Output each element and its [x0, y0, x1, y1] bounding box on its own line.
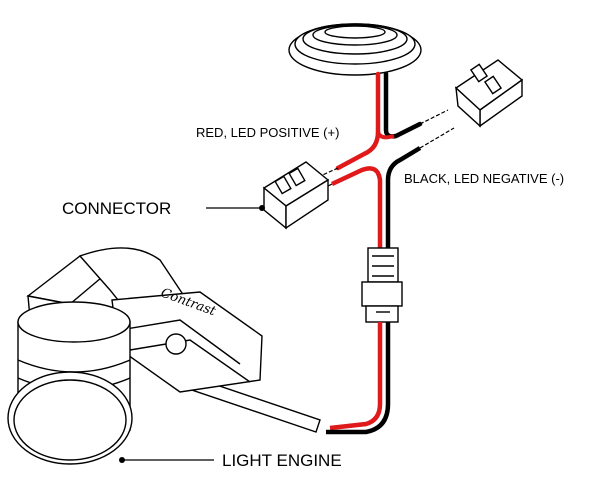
bare-wire-end-2 — [419, 127, 455, 149]
red-wire-label: RED, LED POSITIVE (+) — [196, 125, 339, 140]
connector-label: CONNECTOR — [62, 199, 171, 218]
connector-leader-dot — [259, 205, 265, 211]
black-wire-label: BLACK, LED NEGATIVE (-) — [404, 171, 564, 186]
light-engine — [7, 247, 263, 465]
bare-wire-end-1 — [419, 109, 449, 125]
light-engine-label: LIGHT ENGINE — [222, 451, 342, 470]
red-wire-middle — [331, 166, 383, 248]
black-wire-lower — [326, 322, 391, 435]
left-push-connector — [262, 161, 330, 230]
red-wire-lower — [329, 322, 383, 431]
red-wire-upper — [335, 71, 381, 171]
quick-disconnect-plug — [361, 247, 403, 323]
red-wire-to-right-connector — [376, 131, 395, 140]
black-wire-upper — [383, 71, 423, 139]
black-wire-middle — [385, 146, 422, 248]
right-push-connector — [454, 59, 524, 128]
light-engine-leader-dot — [119, 457, 125, 463]
ceiling-fixture — [288, 23, 422, 76]
